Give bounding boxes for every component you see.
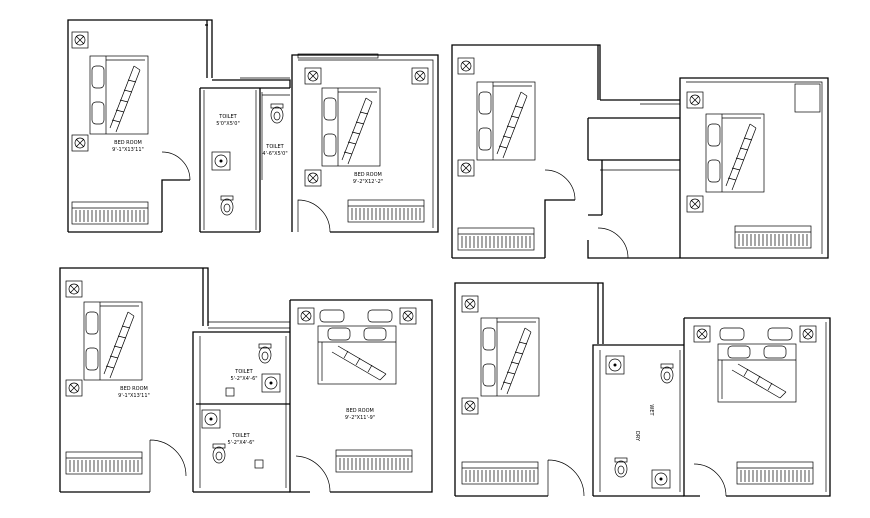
- toilet-label: TOILET: [265, 144, 284, 150]
- toilet-dimension: 5'-2"X4'-6": [227, 440, 254, 446]
- toilet-dimension: 4'-6"X5'0": [262, 151, 287, 157]
- toilet-dimension: 5'-2"X4'-6": [230, 376, 257, 382]
- dry-area-label: DRY: [634, 431, 640, 442]
- wet-area-label: WET: [648, 404, 654, 416]
- bedroom-label: BED ROOM: [346, 408, 374, 414]
- bedroom-dimension: 9'-1"X13'11": [118, 393, 150, 399]
- bedroom-dimension: 9'-2"X12'-2": [353, 179, 383, 185]
- bedroom-label: BED ROOM: [114, 140, 142, 146]
- toilet-dimension: 5'0"X5'0": [216, 121, 240, 127]
- toilet-label: TOILET: [218, 114, 237, 120]
- bedroom-label: BED ROOM: [120, 386, 148, 392]
- plan-3: BED ROOM 9'-1"X13'11" TOILET 5'-2"X4'-6"…: [59, 267, 433, 493]
- toilet-label: TOILET: [234, 369, 253, 375]
- plan-4: DRY WET: [454, 282, 831, 497]
- plan-1: BED ROOM 9'-1"X13'11" TOILET 5'0"X5'0" T…: [67, 19, 439, 233]
- bedroom-dimension: 9'-1"X13'11": [112, 147, 144, 153]
- toilet-label: TOILET: [231, 433, 250, 439]
- plan-2: [451, 44, 829, 259]
- bedroom-dimension: 9'-2"X11'-9": [345, 415, 375, 421]
- bedroom-label: BED ROOM: [354, 172, 382, 178]
